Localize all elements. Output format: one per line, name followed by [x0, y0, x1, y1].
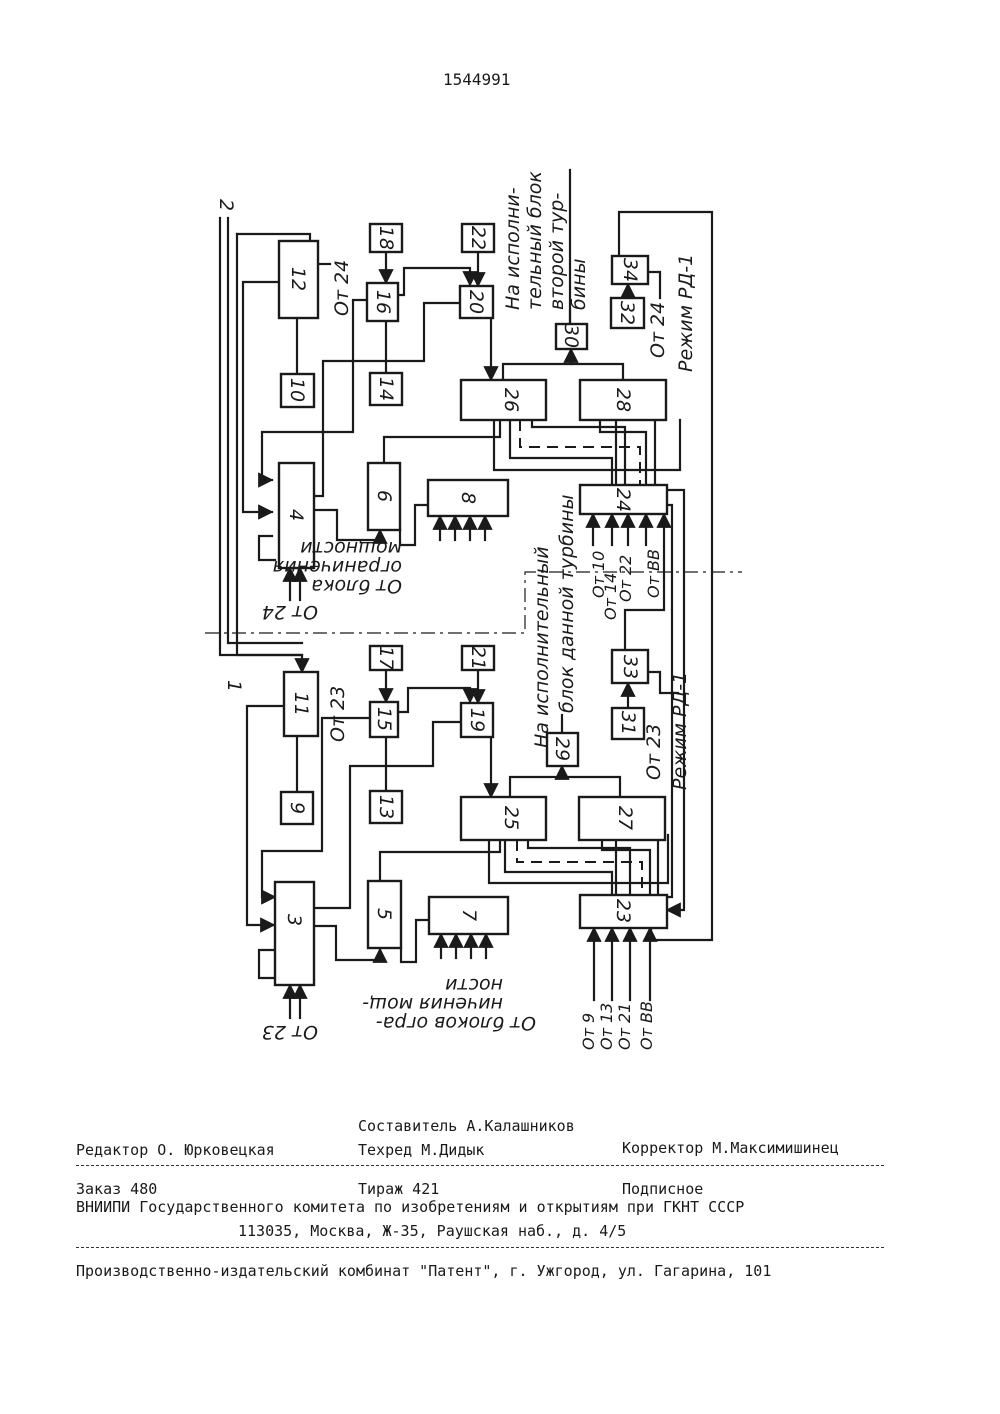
label-mode-rd1-top: Режим РД-1: [675, 254, 697, 372]
circulation-line: Тираж 421: [358, 1180, 439, 1198]
corrector-line: Корректор М.Максимишинец: [622, 1139, 839, 1157]
block-15: 15: [370, 702, 398, 737]
label-mode-rd1-bottom: Режим РД-1: [669, 672, 691, 790]
block-24: 24: [580, 485, 667, 514]
svg-text:34: 34: [619, 258, 641, 282]
label-to-this-turbine-2: блок данной турбины: [556, 495, 578, 714]
block-28: 28: [580, 380, 666, 420]
label-from-23-mid: От 23: [327, 686, 349, 742]
label-to-second-turbine-2: тельный блок: [524, 171, 546, 310]
label-in24-from22: От 22: [616, 555, 635, 602]
svg-text:8: 8: [457, 492, 479, 504]
svg-text:18: 18: [375, 226, 397, 250]
label-power-limit-bottom-3: ности: [445, 974, 503, 996]
channel-2-label: 2: [215, 199, 237, 211]
label-to-this-turbine-1: На исполнительный: [531, 546, 553, 748]
svg-text:4: 4: [285, 509, 307, 521]
svg-text:19: 19: [466, 708, 488, 732]
block-17: 17: [370, 646, 402, 670]
block-27: 27: [579, 797, 665, 840]
printer-line: Производственно-издательский комбинат "П…: [76, 1262, 771, 1280]
block-12: 12: [279, 241, 318, 318]
svg-text:10: 10: [286, 378, 308, 402]
block-23: 23: [580, 895, 667, 928]
svg-text:26: 26: [500, 388, 522, 412]
block-20: 20: [460, 286, 493, 318]
block-10: 10: [281, 374, 314, 407]
techred-line: Техред М.Дидык: [358, 1141, 484, 1159]
block-25: 25: [461, 797, 546, 840]
block-11: 11: [284, 672, 318, 736]
label-in23-from21: От 21: [615, 1003, 634, 1050]
block-5: 5: [368, 881, 401, 948]
svg-text:22: 22: [467, 226, 489, 250]
block-3: 3: [275, 882, 314, 985]
label-to-second-turbine-3: второй тур-: [546, 193, 568, 310]
label-in23-from13: От 13: [597, 1003, 616, 1050]
rule-top: [76, 1165, 884, 1166]
svg-text:16: 16: [372, 290, 394, 314]
svg-text:31: 31: [617, 711, 639, 735]
svg-text:13: 13: [375, 795, 397, 819]
svg-text:20: 20: [465, 290, 487, 314]
org-line: ВНИИПИ Государственного комитета по изоб…: [76, 1198, 744, 1216]
rule-bottom: [76, 1247, 884, 1248]
label-from-23-block3: От 23: [262, 1021, 318, 1043]
label-in23-from9: От 9: [579, 1013, 598, 1050]
svg-text:32: 32: [616, 301, 638, 325]
label-to-second-turbine-4: бины: [568, 259, 590, 311]
label-from-23-b31: От 23: [643, 724, 665, 780]
svg-text:28: 28: [612, 388, 634, 412]
svg-text:14: 14: [375, 377, 397, 401]
label-in24-fromVV: От ВВ: [644, 549, 663, 598]
svg-text:33: 33: [619, 655, 641, 679]
label-to-second-turbine-1: На исполни-: [502, 187, 524, 310]
label-power-limit-top-3: мощности: [300, 537, 402, 559]
svg-text:5: 5: [373, 908, 395, 920]
block-8: 8: [428, 480, 508, 516]
block-6: 6: [368, 463, 400, 530]
block-16: 16: [367, 283, 398, 321]
svg-text:29: 29: [551, 737, 573, 761]
block-21: 21: [462, 646, 494, 670]
block-32: 32: [611, 298, 644, 328]
label-from-24-b32: От 24: [647, 302, 669, 358]
svg-text:6: 6: [373, 490, 395, 502]
svg-text:12: 12: [287, 267, 309, 291]
block-22: 22: [462, 224, 494, 252]
block-30: 30: [556, 324, 587, 349]
label-from-24-block4: От 24: [262, 601, 318, 623]
block-13: 13: [370, 791, 402, 823]
block-14: 14: [370, 373, 402, 405]
block-18: 18: [370, 224, 402, 252]
svg-text:11: 11: [290, 692, 312, 716]
block-33: 33: [612, 650, 648, 683]
svg-text:9: 9: [286, 802, 308, 814]
address-line: 113035, Москва, Ж-35, Раушская наб., д. …: [238, 1222, 626, 1240]
svg-text:27: 27: [614, 806, 636, 830]
block-9: 9: [281, 792, 313, 824]
svg-text:25: 25: [500, 806, 522, 830]
compiler-line: Составитель А.Калашников: [358, 1117, 575, 1135]
block-7: 7: [429, 897, 508, 934]
svg-text:21: 21: [467, 646, 489, 670]
channel-1-label: 1: [223, 680, 245, 692]
svg-text:30: 30: [560, 324, 582, 348]
label-in23-fromVV: От ВВ: [637, 1001, 656, 1050]
svg-text:23: 23: [612, 899, 634, 923]
svg-text:7: 7: [458, 909, 480, 921]
order-line: Заказ 480: [76, 1180, 157, 1198]
svg-text:17: 17: [375, 646, 397, 670]
block-26: 26: [461, 380, 546, 420]
editor-line: Редактор О. Юрковецкая: [76, 1141, 275, 1159]
svg-text:3: 3: [283, 914, 305, 926]
svg-text:24: 24: [612, 488, 634, 512]
svg-text:15: 15: [373, 707, 395, 731]
subscription-line: Подписное: [622, 1180, 703, 1198]
label-from-24-top: От 24: [331, 260, 353, 316]
block-31: 31: [612, 708, 644, 739]
block-19: 19: [461, 703, 493, 737]
block-34: 34: [612, 256, 648, 284]
